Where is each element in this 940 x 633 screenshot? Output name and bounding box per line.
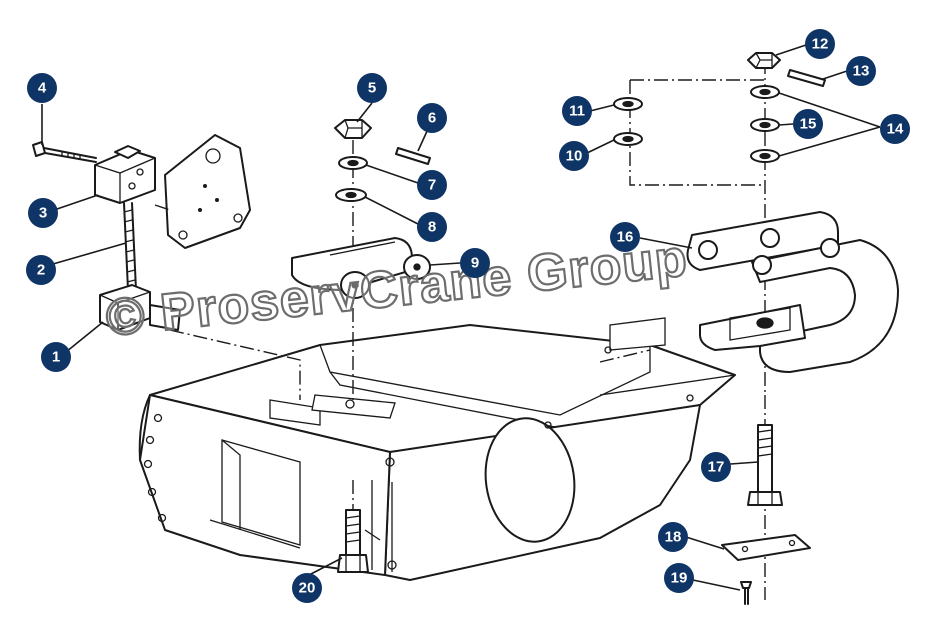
svg-text:11: 11 (569, 103, 585, 120)
callout-9: 9 (460, 248, 490, 278)
callout-19: 19 (664, 563, 694, 593)
callout-3: 3 (28, 198, 58, 228)
center-link-assembly (291, 119, 431, 400)
svg-text:19: 19 (671, 570, 688, 587)
svg-text:8: 8 (428, 219, 436, 236)
svg-text:15: 15 (800, 116, 817, 133)
svg-text:13: 13 (853, 63, 870, 80)
callout-12: 12 (805, 29, 835, 59)
right-hook-assembly (613, 52, 899, 605)
svg-text:2: 2 (37, 262, 45, 279)
svg-text:10: 10 (566, 148, 583, 165)
svg-text:12: 12 (812, 36, 829, 53)
svg-text:20: 20 (299, 580, 316, 597)
svg-text:4: 4 (38, 80, 47, 97)
callout-16: 16 (610, 222, 640, 252)
callout-2: 2 (26, 255, 56, 285)
main-frame (138, 317, 736, 581)
svg-text:16: 16 (617, 229, 634, 246)
callout-10: 10 (559, 141, 589, 171)
callout-13: 13 (846, 56, 876, 86)
svg-text:18: 18 (665, 529, 682, 546)
svg-text:3: 3 (39, 205, 47, 222)
svg-text:9: 9 (471, 255, 479, 272)
callout-1: 1 (41, 342, 71, 372)
svg-text:5: 5 (368, 80, 376, 97)
bolt-20-part (337, 480, 369, 573)
svg-text:14: 14 (887, 121, 904, 138)
callout-5: 5 (357, 73, 387, 103)
callout-15: 15 (793, 109, 823, 139)
callout-8: 8 (417, 212, 447, 242)
callout-6: 6 (417, 103, 447, 133)
svg-text:17: 17 (708, 459, 725, 476)
left-stop-assembly (32, 134, 251, 331)
callout-17: 17 (701, 452, 731, 482)
callout-14: 14 (880, 114, 910, 144)
leader-lines (41, 44, 881, 591)
svg-text:6: 6 (428, 110, 436, 127)
callout-18: 18 (658, 522, 688, 552)
svg-text:7: 7 (428, 177, 436, 194)
svg-text:1: 1 (52, 349, 60, 366)
callout-11: 11 (562, 96, 592, 126)
callout-20: 20 (292, 573, 322, 603)
callout-4: 4 (27, 73, 57, 103)
callout-7: 7 (417, 170, 447, 200)
